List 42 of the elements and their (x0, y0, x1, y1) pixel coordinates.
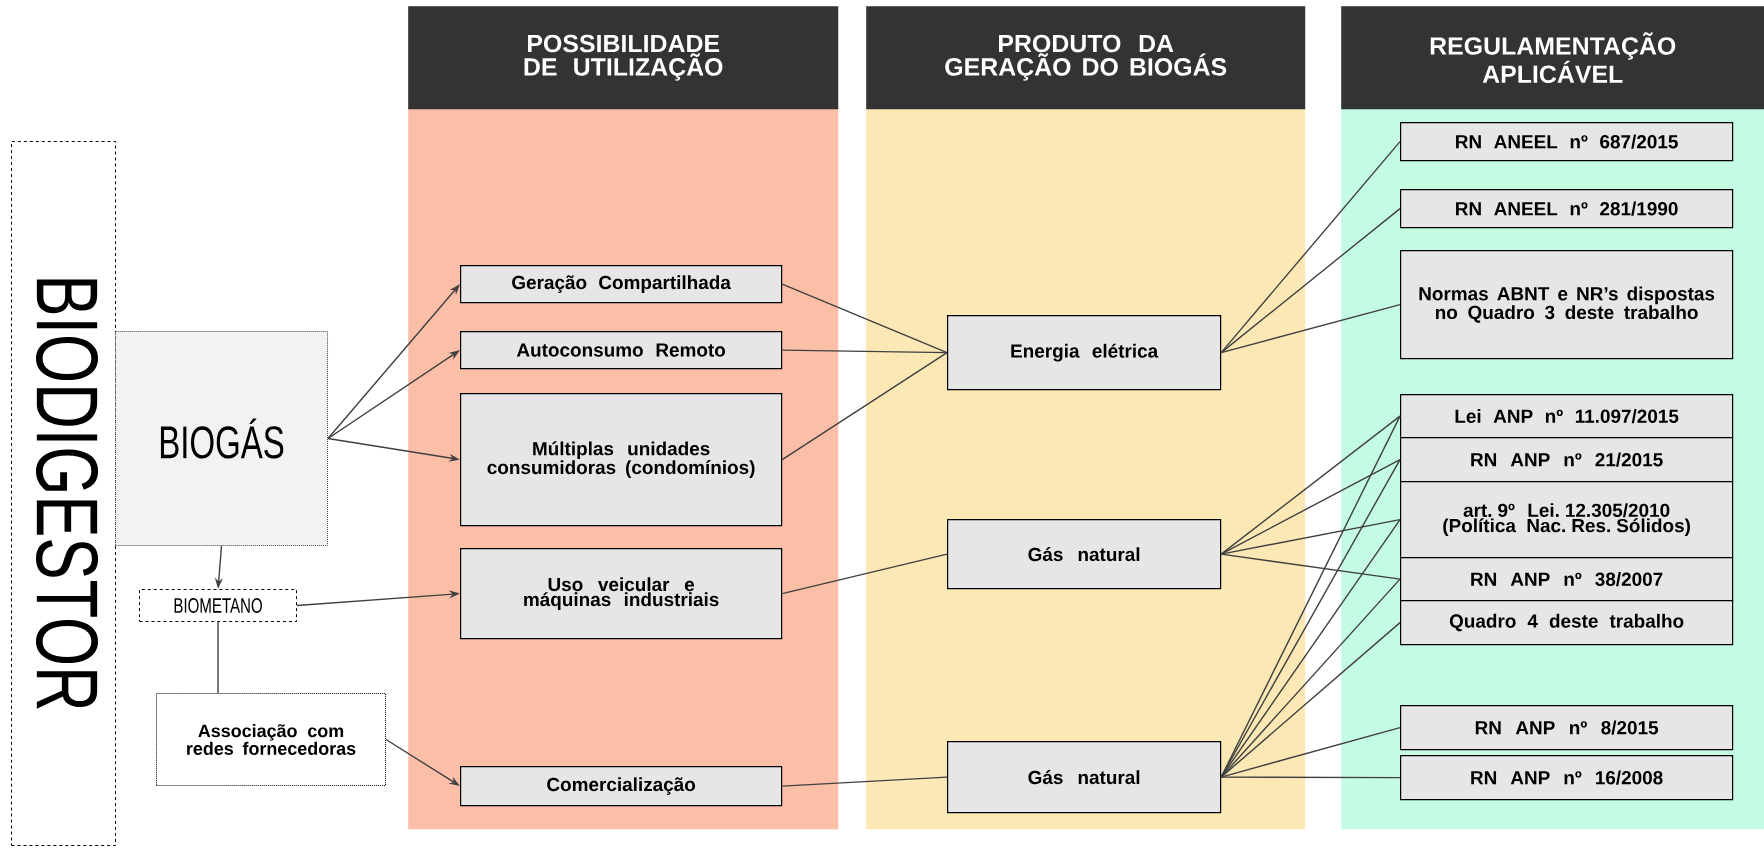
connector-line (1220, 518, 1401, 778)
dashed-label-box: BIOMETANO (139, 589, 297, 622)
column-header: PRODUTO DA GERAÇÃO DO BIOGÁS (866, 6, 1306, 110)
connector-line (217, 621, 219, 694)
connector-line (1220, 776, 1401, 779)
process-box: Comercialização (460, 766, 783, 807)
connector-line (781, 349, 948, 354)
column-header: REGULAMENTAÇÃO APLICÁVEL (1341, 6, 1764, 110)
process-box: RN ANP nº 21/2015 (1400, 437, 1734, 483)
connector-line (781, 351, 948, 461)
process-box: RN ANEEL nº 281/1990 (1400, 189, 1734, 229)
connector-line (781, 776, 948, 787)
process-box: Uso veicular e máquinas industriais (460, 548, 783, 640)
process-box: RN ANP nº 16/2008 (1400, 755, 1734, 801)
connector-line (781, 553, 948, 595)
process-box: Energia elétrica (947, 315, 1222, 391)
connector-line (1220, 303, 1401, 354)
connector-line (1220, 140, 1401, 354)
connector-line (1220, 207, 1401, 354)
process-box: Gás natural (947, 741, 1222, 814)
process-box: Autoconsumo Remoto (460, 331, 783, 370)
process-box: art. 9º Lei. 12.305/2010 (Política Nac. Res. Sólidos) (1400, 481, 1734, 559)
process-box: Gás natural (947, 519, 1222, 590)
dashed-frame: BIODIGESTOR (11, 141, 116, 846)
process-box: Normas ABNT e NR’s dispostas no Quadro 3 deste trabalho (1400, 250, 1734, 360)
column-header: POSSIBILIDADE DE UTILIZAÇÃO (408, 6, 839, 110)
process-box: Múltiplas unidades consumidoras (condomínios) (460, 393, 783, 527)
process-box: RN ANP nº 8/2015 (1400, 705, 1734, 751)
connector-line (1220, 458, 1401, 555)
process-box: Lei ANP nº 11.097/2015 (1400, 394, 1734, 439)
connector-line (781, 283, 948, 354)
biogas-box: BIOGÁS (115, 331, 328, 546)
process-box: RN ANP nº 38/2007 (1400, 557, 1734, 602)
connector-line (327, 284, 460, 440)
process-box: RN ANEEL nº 687/2015 (1400, 122, 1734, 162)
process-box: Quadro 4 deste trabalho (1400, 600, 1734, 646)
process-box: Geração Compartilhada (460, 265, 783, 304)
dotted-box: Associação com redes fornecedoras (156, 693, 386, 786)
connector-line (1220, 518, 1401, 555)
connector-line (1220, 621, 1401, 778)
connector-line (1220, 553, 1401, 580)
connector-line (1220, 415, 1401, 555)
